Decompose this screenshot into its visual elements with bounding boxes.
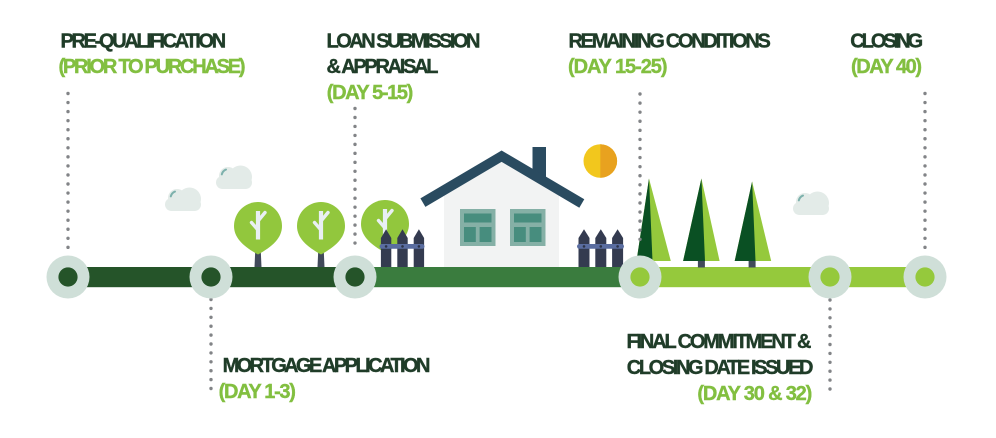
svg-text:(DAY 40): (DAY 40) — [851, 56, 922, 78]
svg-text:(DAY 30 & 32): (DAY 30 & 32) — [697, 383, 812, 405]
svg-text:(PRIOR TO PURCHASE): (PRIOR TO PURCHASE) — [59, 56, 246, 78]
svg-text:CLOSING DATE ISSUED: CLOSING DATE ISSUED — [627, 357, 814, 379]
svg-text:FINAL COMMITMENT &: FINAL COMMITMENT & — [627, 331, 812, 353]
svg-text:LOAN SUBMISSION: LOAN SUBMISSION — [327, 30, 481, 52]
svg-text:MORTGAGE APPLICATION: MORTGAGE APPLICATION — [223, 355, 431, 377]
svg-text:(DAY 1-3): (DAY 1-3) — [219, 381, 296, 403]
svg-text:PRE-QUALIFICATION: PRE-QUALIFICATION — [61, 30, 227, 52]
svg-text:CLOSING: CLOSING — [850, 30, 923, 52]
svg-text:& APPRAISAL: & APPRAISAL — [327, 56, 439, 78]
svg-text:REMAINING CONDITIONS: REMAINING CONDITIONS — [569, 30, 771, 52]
svg-text:(DAY 15-25): (DAY 15-25) — [568, 56, 668, 78]
svg-text:(DAY 5-15): (DAY 5-15) — [327, 82, 414, 104]
